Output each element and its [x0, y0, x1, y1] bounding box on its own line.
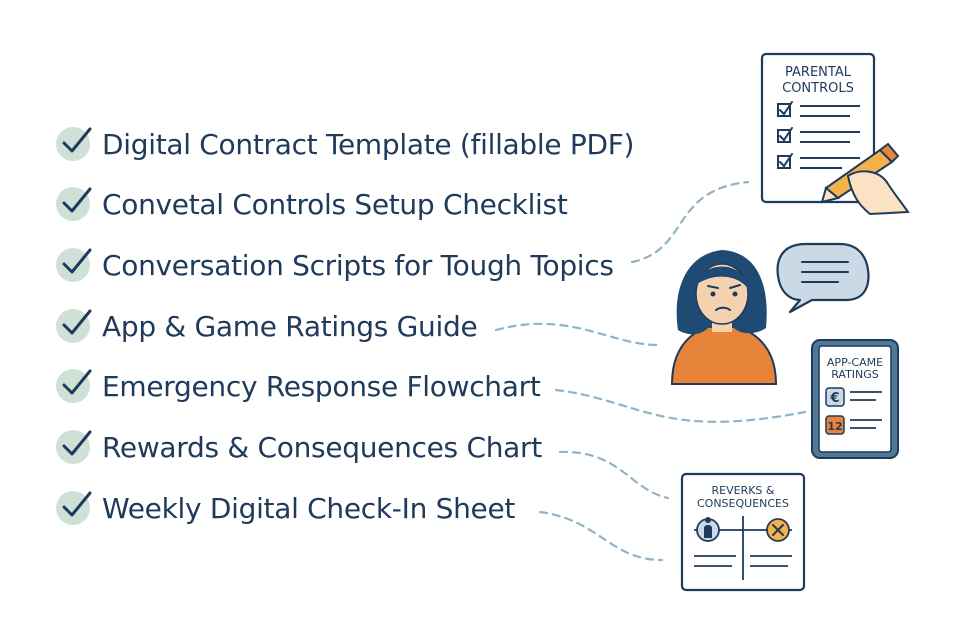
rating-badge-1: € — [829, 391, 839, 406]
connector-ratings — [554, 388, 807, 423]
rating-badge-icon — [825, 415, 845, 435]
connector-person — [494, 322, 660, 347]
speech-bubble-icon — [776, 242, 870, 314]
person-illustration — [670, 250, 778, 385]
checkmark-icon — [56, 491, 92, 525]
checkbox-icon — [777, 155, 791, 169]
parental-card-line2: CONTROLS — [782, 81, 854, 96]
item-label: Emergency Response Flowchart — [102, 369, 541, 403]
list-item: Emergency Response Flowchart — [56, 364, 541, 408]
rating-badge-2: 12 — [827, 420, 842, 433]
checkmark-icon — [56, 430, 92, 464]
rewards-card: REVERKS & CONSEQUENCES — [680, 472, 806, 592]
item-label: Convetal Controls Setup Checklist — [102, 187, 568, 221]
checkmark-icon — [56, 369, 92, 403]
rating-badge-icon — [825, 387, 845, 407]
item-label: Rewards & Consequences Chart — [102, 430, 542, 464]
checkmark-icon — [56, 127, 92, 161]
item-label: Digital Contract Template (fillable PDF) — [102, 127, 635, 161]
checkmark-icon — [56, 187, 92, 221]
checkbox-icon — [777, 129, 791, 143]
list-item: Conversation Scripts for Tough Topics — [56, 243, 614, 287]
item-label: Conversation Scripts for Tough Topics — [102, 248, 614, 282]
connector-rewards-b — [538, 510, 664, 562]
list-item: Digital Contract Template (fillable PDF) — [56, 122, 634, 166]
rewards-card-line2: CONSEQUENCES — [697, 497, 789, 510]
hand-icon — [846, 170, 910, 216]
item-label: Weekly Digital Check-In Sheet — [102, 491, 516, 525]
list-item: Convetal Controls Setup Checklist — [56, 182, 568, 226]
list-item: Weekly Digital Check-In Sheet — [56, 486, 515, 530]
checkmark-icon — [56, 309, 92, 343]
ratings-card-line1: APP-CAME — [827, 356, 883, 369]
parental-card-line1: PARENTAL — [785, 65, 852, 80]
item-label: App & Game Ratings Guide — [102, 309, 478, 343]
connector-rewards-a — [558, 450, 670, 500]
list-item: App & Game Ratings Guide — [56, 304, 478, 348]
ratings-card-line2: RATINGS — [831, 368, 879, 381]
dashed-connectors — [494, 180, 807, 562]
parental-controls-card: PARENTAL CONTROLS — [760, 52, 910, 216]
ratings-card: APP-CAME RATINGS € 12 — [811, 339, 899, 459]
rewards-card-line1: REVERKS & — [712, 484, 775, 497]
list-item: Rewards & Consequences Chart — [56, 425, 542, 469]
checkbox-icon — [777, 103, 791, 117]
connector-parental — [630, 180, 750, 264]
checkmark-icon — [56, 248, 92, 282]
